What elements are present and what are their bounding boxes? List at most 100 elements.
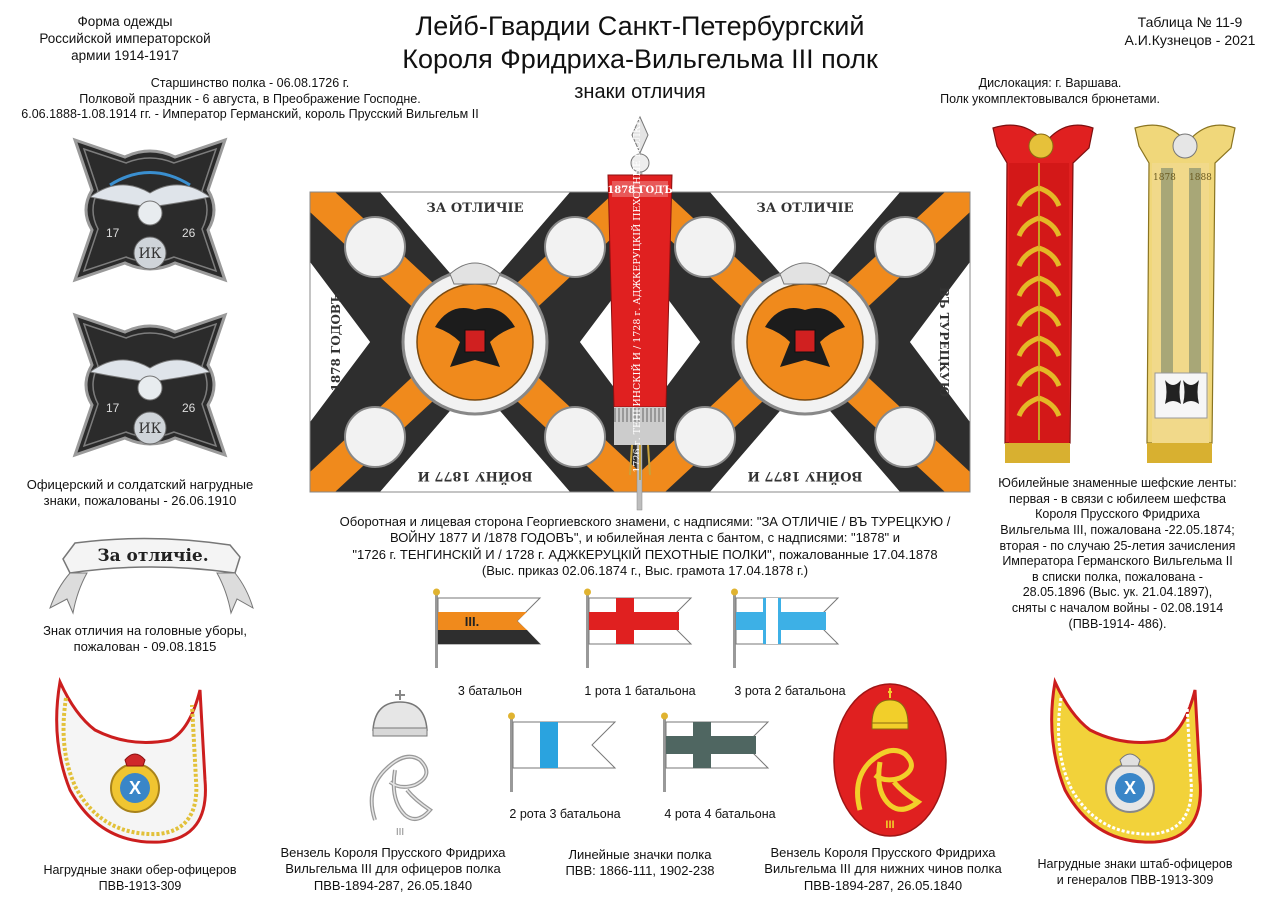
caption-line: ПВВ-1894-287, 26.05.1840 [313, 877, 473, 893]
gorget-ober-officers: X [55, 676, 207, 844]
banner-bottom-text: ВОЙНУ 1877 И [748, 468, 863, 485]
caption-line: Офицерский и солдатский нагрудные [26, 477, 254, 492]
badge-year-left: 17 [106, 226, 120, 240]
caption-line: ВОЙНУ 1877 И /1878 ГОДОВЪ", и юбилейная … [389, 530, 901, 546]
location-info: Дислокация: г. Варшава. Полк укомплектов… [920, 76, 1180, 107]
author-line: А.И.Кузнецов - 2021 [1124, 31, 1256, 48]
caption-line: Оборотная и лицевая сторона Георгиевског… [339, 514, 951, 529]
caption-line: Нагрудные знаки обер-офицеров [43, 863, 237, 877]
pennant-caption: 1 рота 1 батальона [584, 684, 696, 698]
series-line: армии 1914-1917 [71, 47, 179, 63]
headgear-ribbon: За отличіе. [49, 537, 254, 615]
caption-line: ПВВ-1894-287, 26.05.1840 [803, 877, 963, 893]
caption-line: (ПВВ-1914- 486). [1068, 616, 1167, 631]
caption-line: Императора Германского Вильгельма II [1002, 554, 1233, 569]
monogram-numeral: III [885, 819, 894, 831]
pennant-caption: 2 рота 3 батальона [509, 807, 621, 821]
badge-year-left: 17 [106, 401, 120, 415]
pennant-3-battalion: III. [433, 588, 542, 668]
pennant-1-company-1-battalion [584, 588, 693, 668]
banner-staff-with-ribbon: 1878 ГОДЪ 1726 г. ТЕНГИНСКІЙ И / 1728 г.… [607, 115, 673, 511]
svg-text:ИК: ИК [138, 246, 161, 262]
officer-monogram-caption: Вензель Короля Прусского Фридриха Вильге… [268, 845, 518, 894]
caption-line: вторая - по случаю 25-летия зачисления [999, 538, 1236, 553]
ribbon-regiments-text: 1726 г. ТЕНГИНСКІЙ И / 1728 г. АДЖКЕРУЦК… [631, 117, 643, 472]
banner-obverse-side: ЗА ОТЛИЧІЕ ВОЙНУ 1877 И ВЪ ТУРЕЦКУЮ [640, 192, 970, 492]
ribbon-year-text: 1878 ГОДЪ [607, 185, 673, 196]
page-title: Лейб-Гвардии Санкт-Петербургский Короля … [330, 10, 950, 76]
pennant-2-company-3-battalion [508, 712, 617, 792]
chief-line: 6.06.1888-1.08.1914 гг. - Император Герм… [21, 107, 479, 122]
ribbons-caption: Юбилейные знаменные шефские ленты: перва… [985, 476, 1250, 632]
series-line: Российской императорской [39, 30, 211, 46]
banner-reverse-side: ЗА ОТЛИЧІЕ ВОЙНУ 1877 И 1878 ГОДОВЪ [310, 192, 640, 492]
soldier-monogram-caption: Вензель Короля Прусского Фридриха Вильге… [748, 845, 1018, 894]
recruitment-line: Полк укомплектовывался брюнетами. [940, 91, 1160, 106]
caption-line: "1726 г. ТЕНГИНСКІЙ И / 1728 г. АДЖКЕРУЦ… [352, 546, 938, 562]
caption-line: и генералов ПВВ-1913-309 [1056, 872, 1214, 887]
caption-line: сняты с началом войны - 02.08.1914 [1011, 601, 1224, 615]
regiment-info: Старшинство полка - 06.08.1726 г. Полков… [10, 76, 490, 123]
table-number: Таблица № 11-9 А.И.Кузнецов - 2021 [1100, 14, 1280, 49]
banner-top-text: ЗА ОТЛИЧІЕ [756, 201, 853, 216]
caption-line: Нагрудные знаки штаб-офицеров [1037, 857, 1233, 871]
badge-year-right: 26 [182, 226, 196, 240]
title-line: Короля Фридриха-Вильгельма III полк [402, 43, 878, 74]
pennant-caption: 4 рота 4 батальона [664, 807, 776, 821]
caption-line: Юбилейные знаменные шефские ленты: [998, 476, 1237, 490]
banner-top-text: ЗА ОТЛИЧІЕ [426, 201, 523, 216]
svg-text:X: X [129, 778, 141, 798]
title-line: Лейб-Гвардии Санкт-Петербургский [415, 11, 865, 41]
caption-line: Знак отличия на головные уборы, [43, 623, 247, 638]
banner-bottom-text: ВОЙНУ 1877 И [418, 468, 533, 485]
monogram-numeral: III [396, 827, 404, 838]
series-line: Форма одежды [77, 14, 173, 29]
pennant-caption: 3 рота 2 батальона [734, 684, 846, 698]
holiday-line: Полковой праздник - 6 августа, в Преобра… [79, 91, 421, 106]
badge-year-right: 26 [182, 401, 196, 415]
caption-line: ПВВ-1913-309 [98, 878, 182, 893]
caption-line: в списки полка, пожалована - [1032, 569, 1203, 584]
gorget-staff-caption: Нагрудные знаки штаб-офицеров и генерало… [1020, 857, 1250, 888]
pennants-caption: Линейные значки полка ПВВ: 1866-111, 190… [545, 847, 735, 880]
soldier-badge-cross: ИК 17 26 [72, 312, 228, 458]
caption-line: Вензель Короля Прусского Фридриха [770, 845, 996, 860]
jubilee-ribbons: 1878 1888 [992, 124, 1236, 463]
gorget-staff-officers: X [1050, 676, 1202, 844]
banner-side-text: ВЪ ТУРЕЦКУЮ [937, 287, 951, 397]
caption-line: ПВВ: 1866-111, 1902-238 [565, 863, 715, 879]
caption-line: Вензель Короля Прусского Фридриха [280, 845, 506, 860]
pennant-caption: 3 батальон [457, 684, 523, 698]
caption-line: Вильгельма III для нижних чинов полка [764, 861, 1002, 877]
caption-line: Вильгельма III, пожалована -22.05.1874; [1000, 522, 1235, 537]
ribbon-year-left: 1878 [1153, 173, 1176, 183]
pennant-label: III. [465, 614, 479, 629]
headgear-ribbon-text: За отличіе. [97, 546, 208, 566]
pennant-4-company-4-battalion [661, 712, 770, 792]
caption-line: Короля Прусского Фридриха [1035, 507, 1200, 522]
banner-caption: Оборотная и лицевая сторона Георгиевског… [315, 514, 975, 579]
svg-text:X: X [1124, 778, 1136, 798]
series-title: Форма одежды Российской императорской ар… [10, 14, 240, 65]
ribbon-year-right: 1888 [1189, 173, 1212, 183]
headgear-caption: Знак отличия на головные уборы, пожалова… [20, 623, 270, 656]
caption-line: первая - в связи с юбилеем шефства [1008, 491, 1227, 506]
table-line: Таблица № 11-9 [1137, 14, 1243, 30]
caption-line: (Выс. приказ 02.06.1874 г., Выс. грамота… [481, 562, 809, 578]
badges-caption: Офицерский и солдатский нагрудные знаки,… [20, 477, 260, 510]
caption-line: Линейные значки полка [568, 847, 712, 862]
location-line: Дислокация: г. Варшава. [978, 76, 1122, 90]
pennant-3-company-2-battalion [731, 588, 840, 668]
caption-line: знаки, пожалованы - 26.06.1910 [43, 493, 237, 509]
officer-badge-cross: ИК 17 26 [72, 137, 228, 283]
caption-line: пожалован - 09.08.1815 [73, 639, 217, 655]
officer-monogram: III [369, 690, 433, 838]
svg-text:ИК: ИК [138, 421, 161, 437]
caption-line: 28.05.1896 (Выс. ук. 21.04.1897), [1022, 585, 1213, 600]
banner-side-text: 1878 ГОДОВЪ [329, 292, 343, 391]
page-subtitle: знаки отличия [574, 81, 706, 103]
seniority-line: Старшинство полка - 06.08.1726 г. [150, 76, 350, 90]
gorget-ober-caption: Нагрудные знаки обер-офицеров ПВВ-1913-3… [30, 863, 250, 894]
george-banner: ЗА ОТЛИЧІЕ ВОЙНУ 1877 И 1878 ГОДОВЪ ЗА О… [309, 191, 971, 493]
caption-line: Вильгельма III для офицеров полка [285, 861, 501, 877]
